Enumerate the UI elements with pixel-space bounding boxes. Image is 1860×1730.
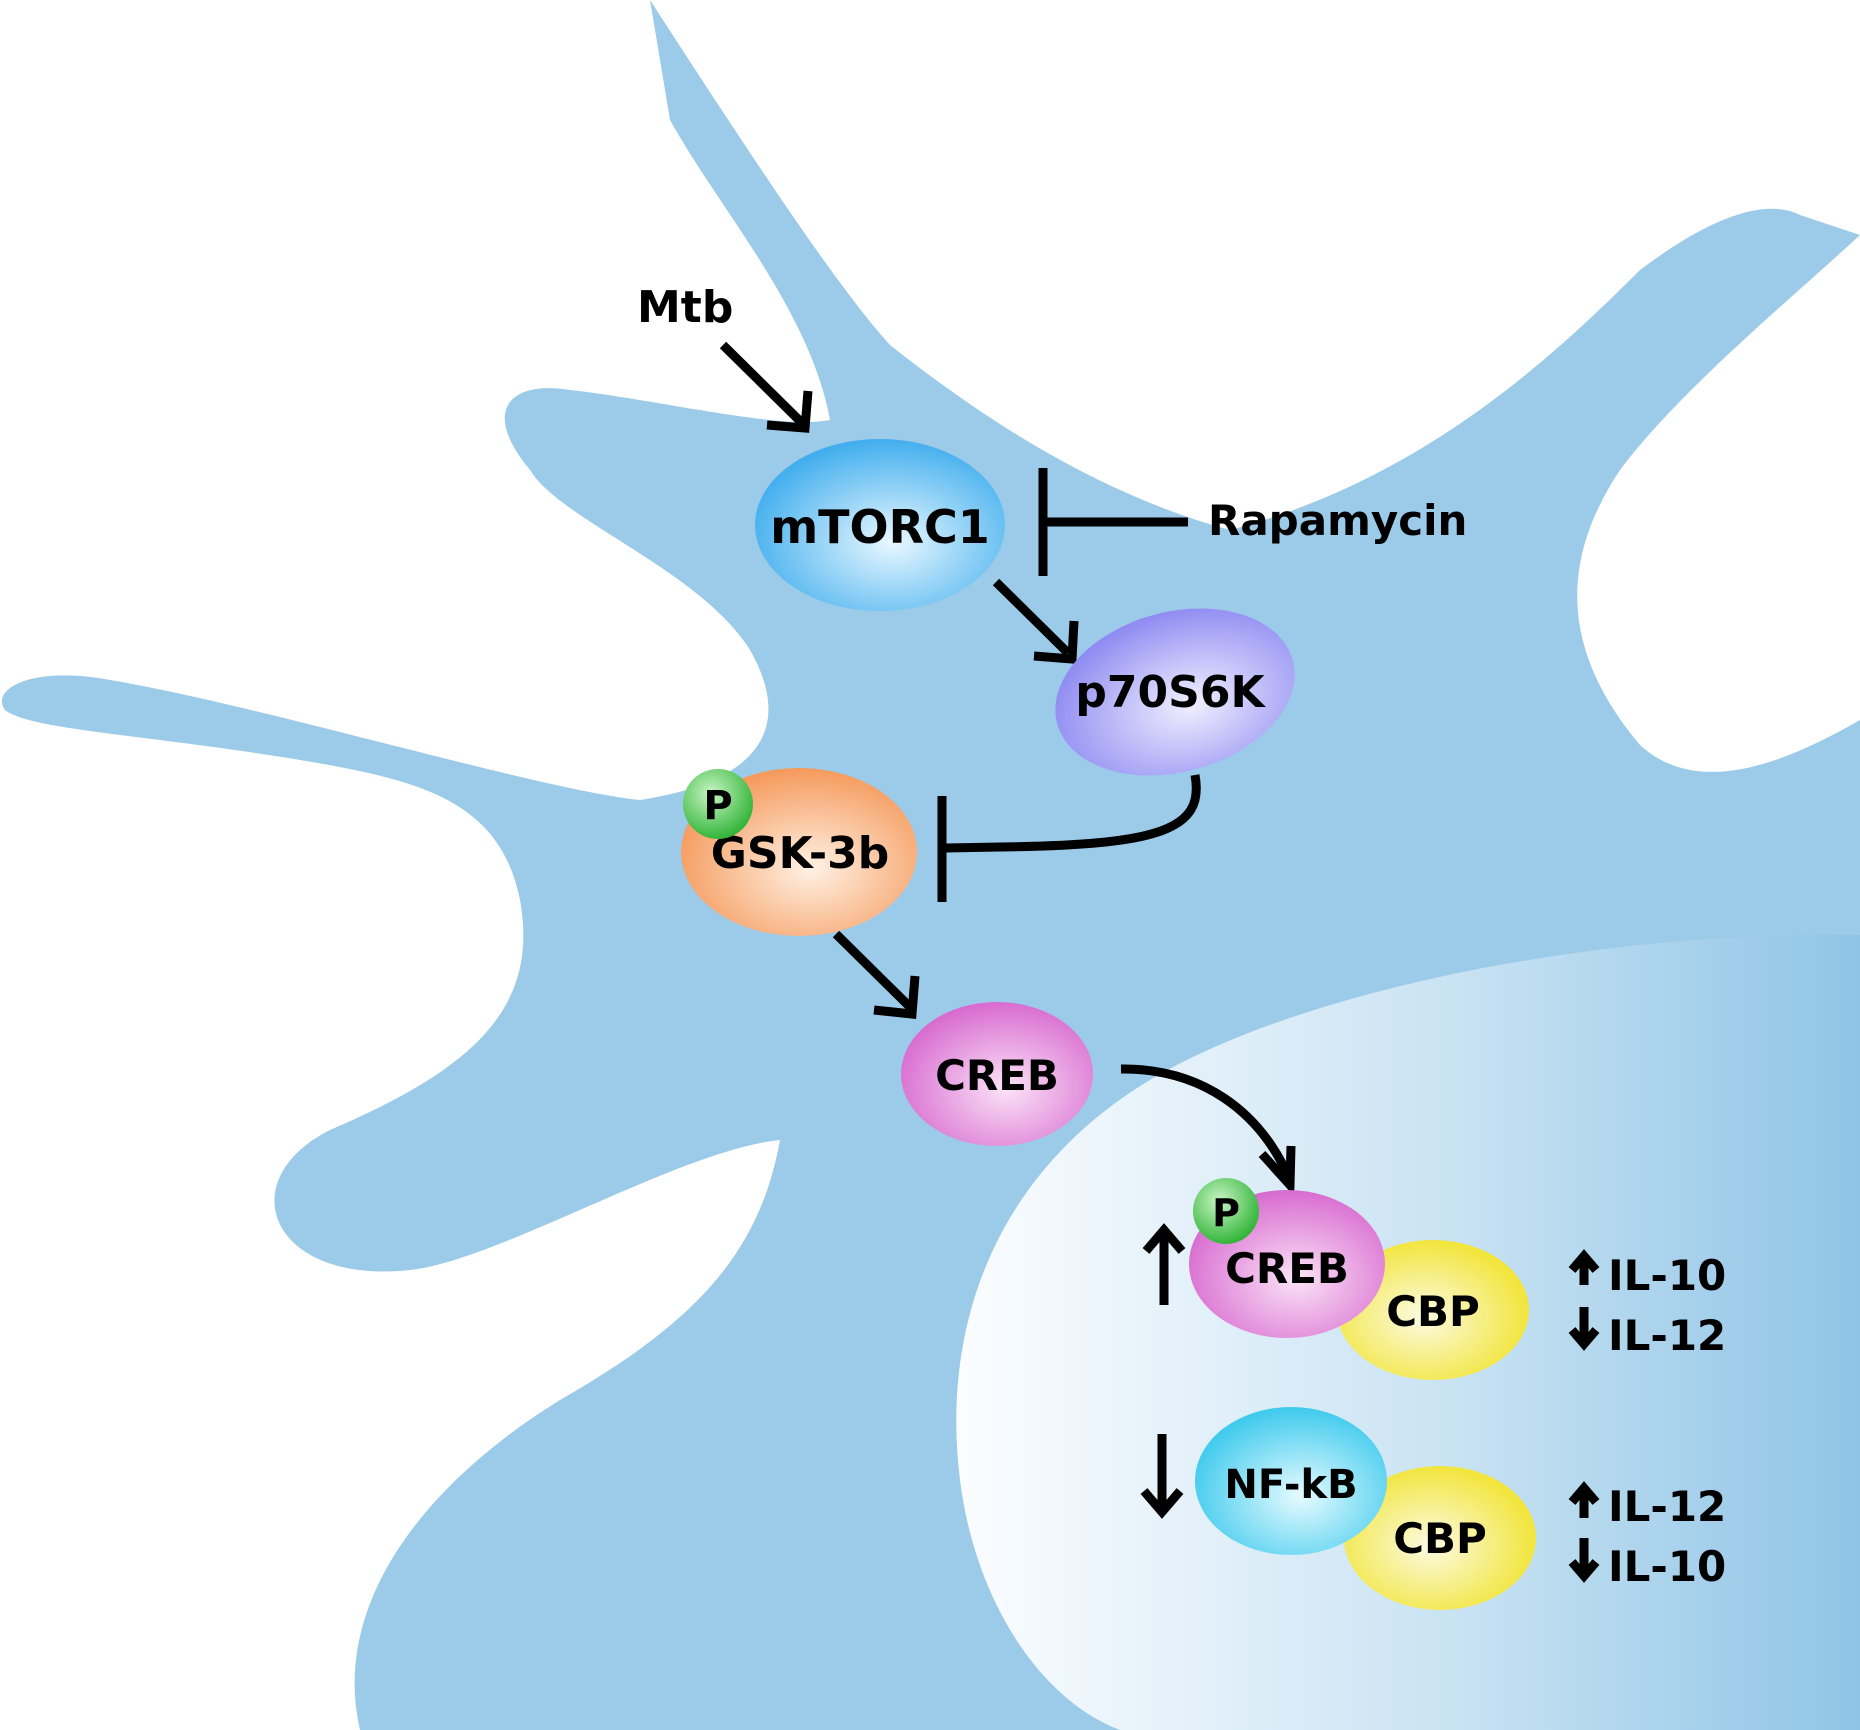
svg-text:p70S6K: p70S6K — [1075, 667, 1266, 718]
edge-rapamycin-inhibits-mtorc1 — [1038, 468, 1188, 576]
down-arrow-icon — [1568, 1538, 1600, 1583]
svg-text:P: P — [703, 783, 732, 829]
node-creb-cytoplasm: CREB — [901, 1002, 1093, 1146]
node-mtorc1: mTORC1 — [755, 439, 1005, 611]
phospho-tag-creb: P — [1193, 1178, 1259, 1244]
cytokine-output: IL-12 — [1608, 1311, 1726, 1360]
svg-text:GSK-3b: GSK-3b — [711, 828, 889, 879]
down-arrow-icon — [1568, 1307, 1600, 1351]
edge-creb-translocation — [1120, 1064, 1296, 1197]
inhibitor-label: Rapamycin — [1208, 496, 1467, 545]
cytokine-output: IL-10 — [1608, 1251, 1726, 1300]
up-arrow-icon — [1142, 1223, 1186, 1305]
edge-mtb-to-mtorc1 — [719, 341, 813, 433]
node-nfkb: NF-kB — [1195, 1407, 1387, 1555]
edge-p70s6k-inhibits-gsk3b — [937, 774, 1201, 902]
down-arrow-icon — [1140, 1434, 1184, 1519]
svg-text:mTORC1: mTORC1 — [770, 500, 990, 554]
svg-text:NF-kB: NF-kB — [1224, 1462, 1357, 1508]
cell-notch-right — [1577, 235, 1860, 772]
svg-text:CREB: CREB — [935, 1051, 1059, 1100]
node-cbp-top: CBP — [1337, 1240, 1529, 1380]
svg-text:CBP: CBP — [1386, 1287, 1480, 1336]
stimulus-label: Mtb — [637, 282, 733, 333]
svg-text:CREB: CREB — [1225, 1244, 1349, 1293]
cytokine-output: IL-12 — [1608, 1482, 1726, 1531]
svg-text:P: P — [1212, 1191, 1240, 1235]
up-arrow-icon — [1568, 1249, 1600, 1285]
phospho-tag-gsk3b: P — [683, 769, 753, 839]
node-cbp-bottom: CBP — [1344, 1466, 1536, 1610]
cytokine-output: IL-10 — [1608, 1542, 1726, 1591]
node-p70s6k: p70S6K — [1055, 608, 1295, 776]
edge-mtorc1-to-p70s6k — [992, 578, 1079, 664]
svg-text:CBP: CBP — [1393, 1514, 1487, 1563]
up-arrow-icon — [1568, 1481, 1600, 1518]
edge-gsk3b-to-creb — [832, 930, 920, 1019]
